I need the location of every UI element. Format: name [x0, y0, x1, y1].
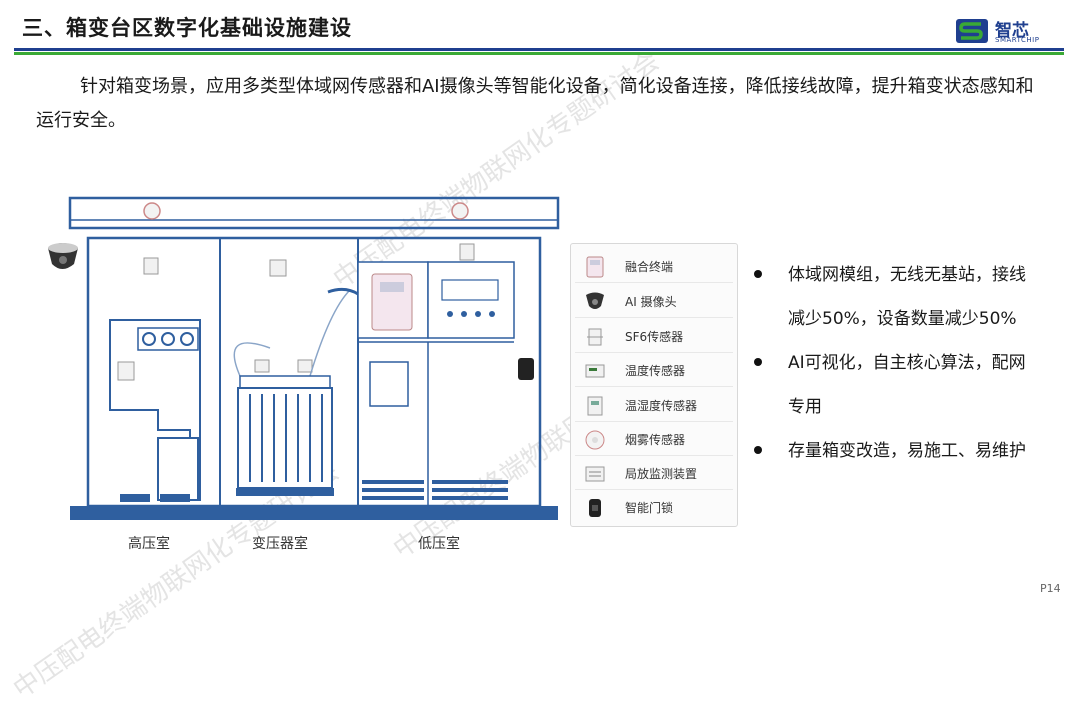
- intro-paragraph: 针对箱变场景，应用多类型体域网传感器和AI摄像头等智能化设备，简化设备连接，降低…: [36, 76, 1034, 131]
- bullet-dot-icon: [754, 270, 762, 278]
- smoke-sensor-roof-icon: [143, 202, 161, 220]
- logo-text-en: SMARTCHIP: [995, 36, 1040, 44]
- humidity-sensor-icon: [459, 243, 475, 261]
- temperature-sensor-icon: [585, 364, 605, 378]
- header-rule-green: [14, 52, 1064, 55]
- legend-item: 局放监测装置: [575, 459, 733, 490]
- fusion-terminal-icon: [586, 256, 604, 278]
- sf6-sensor-icon: [587, 328, 603, 346]
- room-label-low-voltage: 低压室: [418, 536, 460, 552]
- temperature-sensor-icon: [269, 259, 287, 277]
- smoke-sensor-roof-icon: [451, 202, 469, 220]
- room-label-high-voltage: 高压室: [128, 536, 170, 552]
- ai-camera-icon: [48, 243, 78, 269]
- legend-item: 温湿度传感器: [575, 391, 733, 422]
- bullet-line: 专用: [788, 397, 822, 417]
- legend-item: 智能门锁: [575, 493, 733, 523]
- legend-label: 融合终端: [625, 260, 674, 274]
- substation-diagram: [48, 196, 560, 520]
- logo-mark-icon: [956, 19, 988, 43]
- smart-lock-icon: [589, 499, 601, 517]
- legend-item: AI 摄像头: [575, 287, 733, 318]
- header-rule-blue: [14, 48, 1064, 51]
- bullet-dot-icon: [754, 358, 762, 366]
- legend-label: 烟雾传感器: [625, 433, 686, 447]
- temperature-sensor-icon: [254, 359, 270, 373]
- legend-item: 温度传感器: [575, 356, 733, 387]
- legend-label: AI 摄像头: [625, 295, 677, 309]
- temperature-sensor-icon: [297, 359, 313, 373]
- smoke-sensor-icon: [585, 430, 605, 450]
- bullet-line: 减少50%，设备数量减少50%: [788, 309, 1017, 329]
- legend-label: 智能门锁: [625, 501, 674, 515]
- bullet-line: 体域网模组，无线无基站，接线: [788, 265, 1026, 285]
- legend-label: SF6传感器: [625, 330, 684, 344]
- humidity-sensor-icon: [143, 257, 159, 275]
- ai-camera-icon: [586, 292, 604, 309]
- company-logo: 智芯 SMARTCHIP: [955, 18, 1065, 48]
- bullet-dot-icon: [754, 446, 762, 454]
- room-label-transformer: 变压器室: [252, 536, 308, 552]
- bullet-line: AI可视化，自主核心算法，配网: [788, 353, 1026, 373]
- page-number: P14: [1040, 582, 1061, 595]
- sf6-sensor-icon: [117, 361, 135, 381]
- bullet-line: 存量箱变改造，易施工、易维护: [788, 441, 1026, 461]
- legend-item: 融合终端: [575, 252, 733, 283]
- smart-lock-icon: [518, 358, 534, 380]
- humidity-sensor-icon: [587, 396, 603, 416]
- legend-label: 温度传感器: [625, 364, 686, 378]
- page-title: 三、箱变台区数字化基础设施建设: [22, 16, 352, 40]
- transformer: [236, 375, 334, 496]
- device-legend: 融合终端 AI 摄像头 SF6传感器 温度传感器 温湿度传感器 烟雾传感器 局放…: [570, 243, 738, 527]
- legend-item: SF6传感器: [575, 322, 733, 353]
- legend-item: 烟雾传感器: [575, 425, 733, 456]
- legend-label: 局放监测装置: [625, 467, 698, 481]
- logo-text-cn: 智芯: [995, 21, 1029, 41]
- legend-label: 温湿度传感器: [625, 399, 698, 413]
- partial-discharge-icon: [585, 466, 605, 482]
